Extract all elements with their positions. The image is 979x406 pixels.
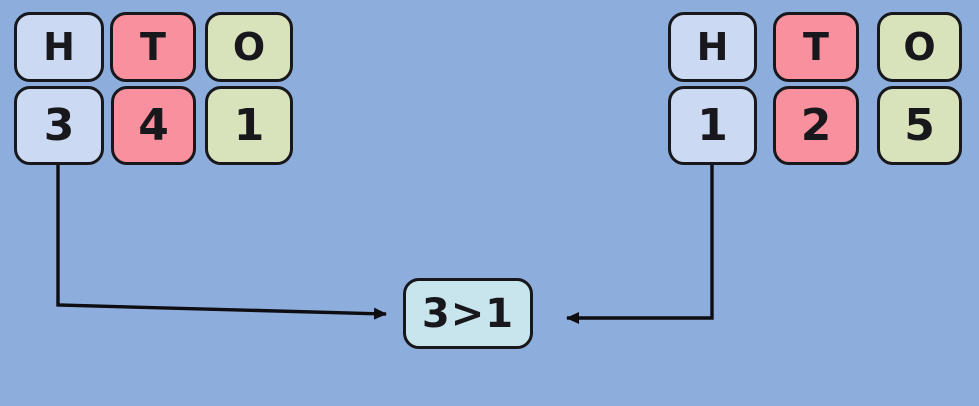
left-ones-header-box: O bbox=[205, 12, 293, 82]
right-ones-digit-box: 5 bbox=[877, 86, 962, 165]
left-tens-header-box: T bbox=[110, 12, 196, 82]
left-hundreds-header-box: H bbox=[14, 12, 104, 82]
left-ones-digit-box: 1 bbox=[205, 86, 293, 165]
right-hundreds-header-box: H bbox=[668, 12, 757, 82]
comparison-result-box: 3>1 bbox=[403, 278, 533, 349]
left-tens-digit-box: 4 bbox=[111, 86, 196, 165]
left-hundreds-arrow bbox=[56, 165, 387, 320]
left-hundreds-digit-box: 3 bbox=[14, 86, 104, 165]
right-tens-header-box: T bbox=[773, 12, 859, 82]
right-ones-header-box: O bbox=[877, 12, 962, 82]
right-hundreds-arrow bbox=[566, 165, 714, 324]
right-hundreds-digit-box: 1 bbox=[668, 86, 757, 165]
right-tens-digit-box: 2 bbox=[773, 86, 859, 165]
